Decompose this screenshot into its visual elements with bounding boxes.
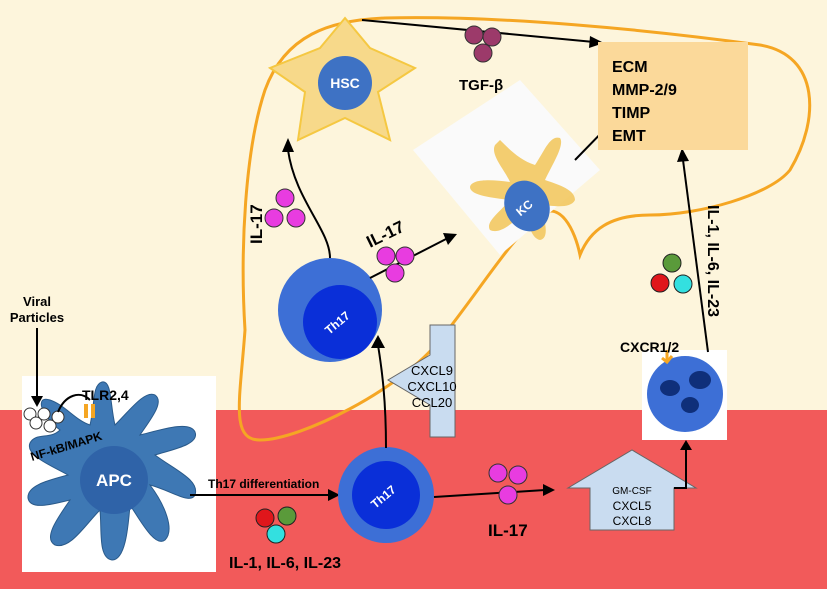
- il17-cluster-left: [264, 188, 306, 228]
- ecm-line-4: EMT: [612, 128, 646, 145]
- chemokine-2: CXCL10: [407, 379, 456, 394]
- th17-right-arrow-head: [543, 484, 555, 496]
- kc-nucleus: [504, 180, 550, 232]
- ecm-line-3: TIMP: [612, 105, 651, 122]
- chemokine-arrow-left: [387, 324, 456, 438]
- neutrophil-ecm-arrow-head: [677, 148, 689, 162]
- gmcsf-arrow-head: [680, 440, 692, 450]
- apc-label: APC: [96, 471, 132, 490]
- ecm-line-2: MMP-2/9: [612, 82, 677, 99]
- gmcsf-arrow: [674, 448, 687, 489]
- il-bottom-label: IL-1, IL-6, IL-23: [229, 555, 341, 572]
- hsc-nucleus: [318, 56, 372, 110]
- th17-cell-bottom-nucleus: [352, 461, 420, 529]
- particles-label: Particles: [10, 310, 64, 325]
- tlr-arrow: [57, 393, 91, 413]
- tgf-label: TGF-β: [459, 77, 503, 94]
- th17-cell-upper-nucleus: [303, 285, 377, 359]
- cytokine-cluster-bottom: [255, 506, 297, 544]
- il17-cluster-right: [488, 463, 528, 505]
- neutrophil-cell: [647, 356, 723, 432]
- gmcsf-label: GM-CSF: [612, 486, 651, 497]
- cytokine-cluster-right: [650, 253, 693, 294]
- tlr-receptor-icon: [84, 404, 88, 418]
- th17-up-arrow-head: [371, 335, 385, 348]
- th17-hsc-arrow-head: [282, 138, 294, 152]
- il17-left-label: IL-17: [247, 204, 266, 244]
- tlr-label: TLR2,4: [82, 387, 129, 403]
- neutrophil-nucleus: [660, 371, 711, 413]
- viral-label: Viral: [23, 294, 51, 309]
- ecm-line-1: ECM: [612, 59, 648, 76]
- cxcl5-label: CXCL5: [613, 499, 652, 513]
- neutrophil-ecm-arrow: [682, 159, 709, 353]
- th17-kc-arrow-head: [443, 233, 457, 245]
- il-vertical-label: IL-1, IL-6, IL-23: [704, 205, 721, 317]
- il17-right-label: IL-17: [488, 521, 528, 540]
- cxcl8-label: CXCL8: [613, 514, 652, 528]
- apc-nucleus: [80, 446, 148, 514]
- th17-diff-label: Th17 differentiation: [208, 477, 319, 491]
- viral-arrow-head: [31, 396, 43, 407]
- chemokine-3: CCL20: [412, 395, 452, 410]
- cxcr-label: CXCR1/2: [620, 339, 679, 355]
- il17-cluster-mid: [376, 246, 415, 283]
- viral-particles-icon: [23, 407, 65, 433]
- hsc-label: HSC: [330, 75, 360, 91]
- th17-diff-arrow-head: [328, 489, 340, 501]
- ecm-box: [598, 42, 748, 150]
- th17-hsc-arrow: [287, 149, 331, 259]
- th17-right-arrow: [433, 489, 546, 498]
- cxcr-receptor-icon: [661, 350, 674, 365]
- chemokine-1: CXCL9: [411, 363, 453, 378]
- chemokine-arrow-bottom: [566, 449, 698, 531]
- tgf-cluster: [464, 25, 502, 63]
- hsc-ecm-arrow-head: [589, 36, 604, 48]
- tlr-receptor-icon-2: [91, 404, 95, 418]
- th17-up-arrow: [377, 344, 387, 449]
